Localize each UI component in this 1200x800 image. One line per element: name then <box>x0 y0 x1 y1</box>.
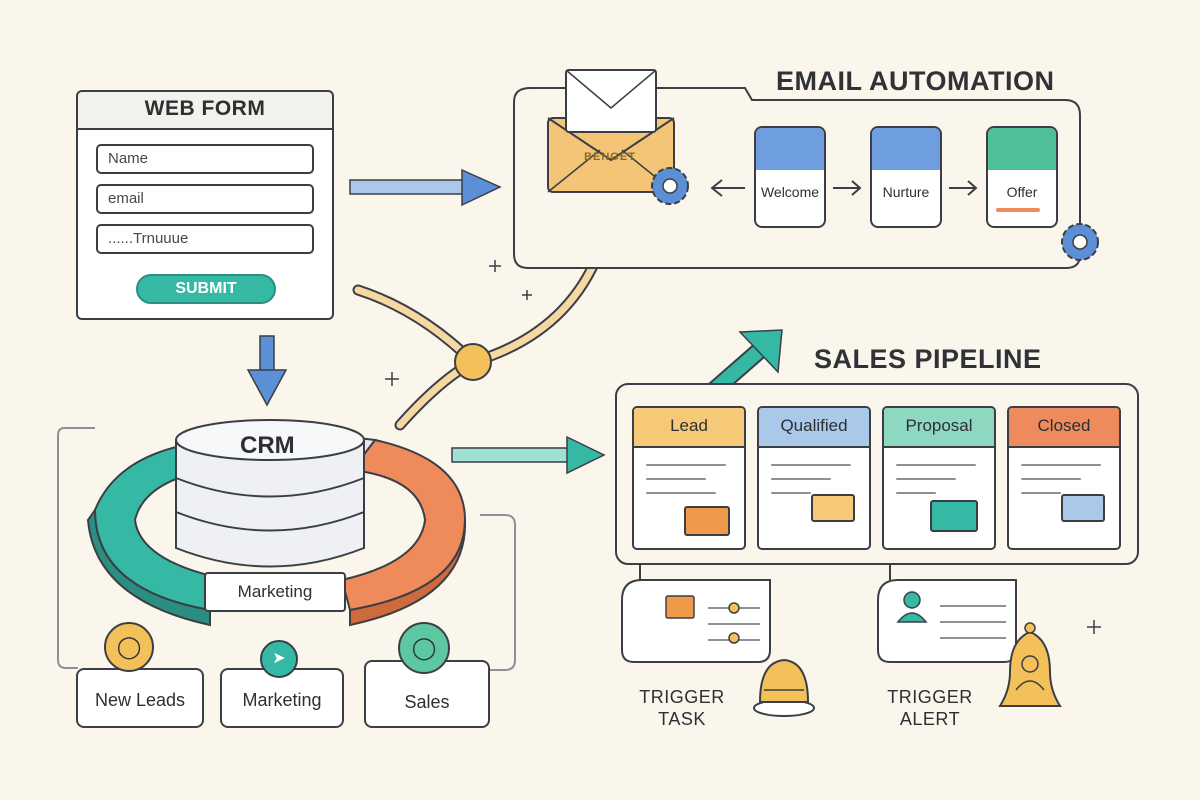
trigger-task-text: TRIGGER TASK <box>632 686 732 730</box>
envelope-icon-proposal <box>930 500 978 532</box>
person-icon-sales: ◯ <box>398 622 450 674</box>
envelope-icon-closed <box>1061 494 1105 522</box>
offer-email-label: Offer <box>1006 184 1038 200</box>
offer-progress <box>996 208 1040 212</box>
name-field[interactable]: Name <box>96 144 314 174</box>
person-icon: ◯ <box>104 622 154 672</box>
email-automation-title: EMAIL AUTOMATION <box>776 66 1055 96</box>
trigger-alert-line2: ALERT <box>899 709 961 729</box>
arrow-form-to-crm <box>246 335 288 407</box>
crm-ring-label: Marketing <box>204 572 346 612</box>
stage-closed[interactable]: Closed <box>1007 406 1121 550</box>
stage-lead[interactable]: Lead <box>632 406 746 550</box>
sales-pipeline-title: SALES PIPELINE <box>814 344 1042 374</box>
stage-closed-label: Closed <box>1009 408 1119 448</box>
stage-proposal[interactable]: Proposal <box>882 406 996 550</box>
trigger-task-card <box>621 579 771 663</box>
lane-connectors <box>57 427 516 671</box>
trigger-task-line2: TASK <box>658 709 706 729</box>
database-icon <box>175 419 365 568</box>
lane-new-leads[interactable]: New Leads <box>76 668 204 728</box>
trigger-alert-card <box>877 579 1017 663</box>
arrow-icon: ➤ <box>260 640 298 678</box>
trigger-alert-line1: TRIGGER <box>887 687 973 707</box>
stage-proposal-label: Proposal <box>884 408 994 448</box>
gear-icon-small <box>1061 223 1099 261</box>
crm-label: CRM <box>240 432 295 459</box>
nurture-email-label: Nurture <box>882 184 930 200</box>
nurture-email[interactable]: Nurture <box>870 126 942 228</box>
lane-marketing[interactable]: Marketing <box>220 668 344 728</box>
arrow-crm-to-pipeline <box>451 435 606 475</box>
lane-new-leads-label: New Leads <box>94 690 186 710</box>
lane-sales-label: Sales <box>404 692 450 712</box>
stage-lead-label: Lead <box>634 408 744 448</box>
arrow-form-to-email <box>349 168 502 207</box>
stage-qualified[interactable]: Qualified <box>757 406 871 550</box>
trigger-task-line1: TRIGGER <box>639 687 725 707</box>
gear-icon <box>651 167 689 205</box>
sequence-arrows <box>833 180 978 196</box>
envelope-label: BENGET <box>584 151 636 163</box>
envelope-icon <box>547 69 675 193</box>
arrow-up-pipeline <box>703 329 783 401</box>
welcome-email-label: Welcome <box>760 184 820 200</box>
web-form-title: WEB FORM <box>78 92 332 130</box>
welcome-email[interactable]: Welcome <box>754 126 826 228</box>
envelope-icon-qualified <box>811 494 855 522</box>
envelope-icon-lead <box>684 506 730 536</box>
connector-hub <box>454 343 492 381</box>
offer-email[interactable]: Offer <box>986 126 1058 228</box>
email-field[interactable]: email <box>96 184 314 214</box>
trigger-alert-text: TRIGGER ALERT <box>880 686 980 730</box>
task-button-icon <box>753 658 815 717</box>
submit-button[interactable]: SUBMIT <box>136 274 276 304</box>
stage-qualified-label: Qualified <box>759 408 869 448</box>
lane-marketing-label: Marketing <box>242 690 322 710</box>
arrow-left-icon <box>710 179 745 197</box>
message-field[interactable]: ......Trnuuue <box>96 224 314 254</box>
web-form-card: WEB FORM Name email ......Trnuuue SUBMIT <box>76 90 334 320</box>
bell-icon <box>998 622 1062 707</box>
sparkle-decorations <box>385 260 1101 634</box>
